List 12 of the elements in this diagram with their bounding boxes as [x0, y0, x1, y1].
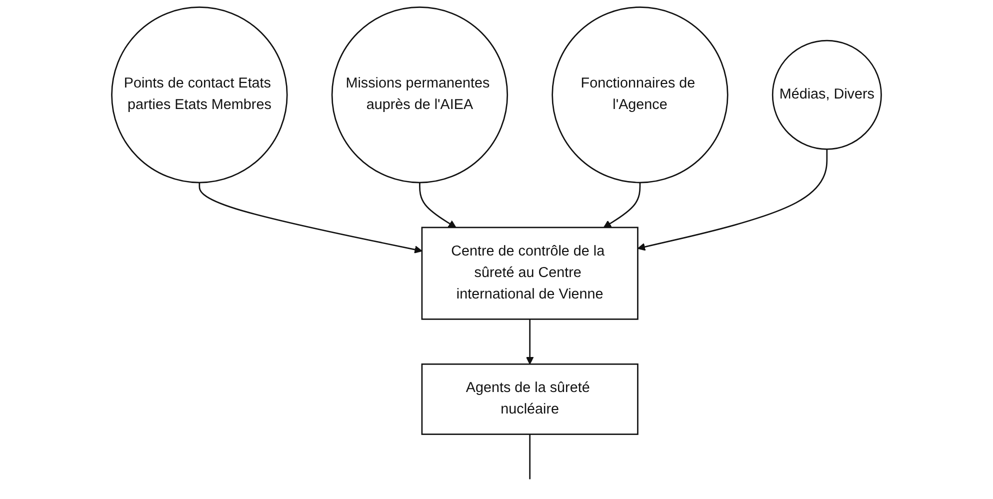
arrow — [637, 149, 828, 251]
arrow — [526, 319, 534, 364]
connector — [529, 434, 531, 480]
arrow — [198, 182, 422, 254]
arrow — [419, 182, 456, 228]
node-circle: Fonctionnaires de l'Agence — [552, 6, 728, 184]
node-box: Centre de contrôle de la sûreté au Centre international de Vienne — [421, 226, 638, 320]
node-circle: Missions permanentes auprès de l'AIEA — [331, 6, 508, 184]
node-box: Agents de la sûreté nucléaire — [421, 363, 638, 435]
arrow — [603, 182, 641, 228]
node-circle: Points de contact Etats parties Etats Membres — [111, 6, 288, 184]
node-circle: Médias, Divers — [772, 40, 882, 150]
